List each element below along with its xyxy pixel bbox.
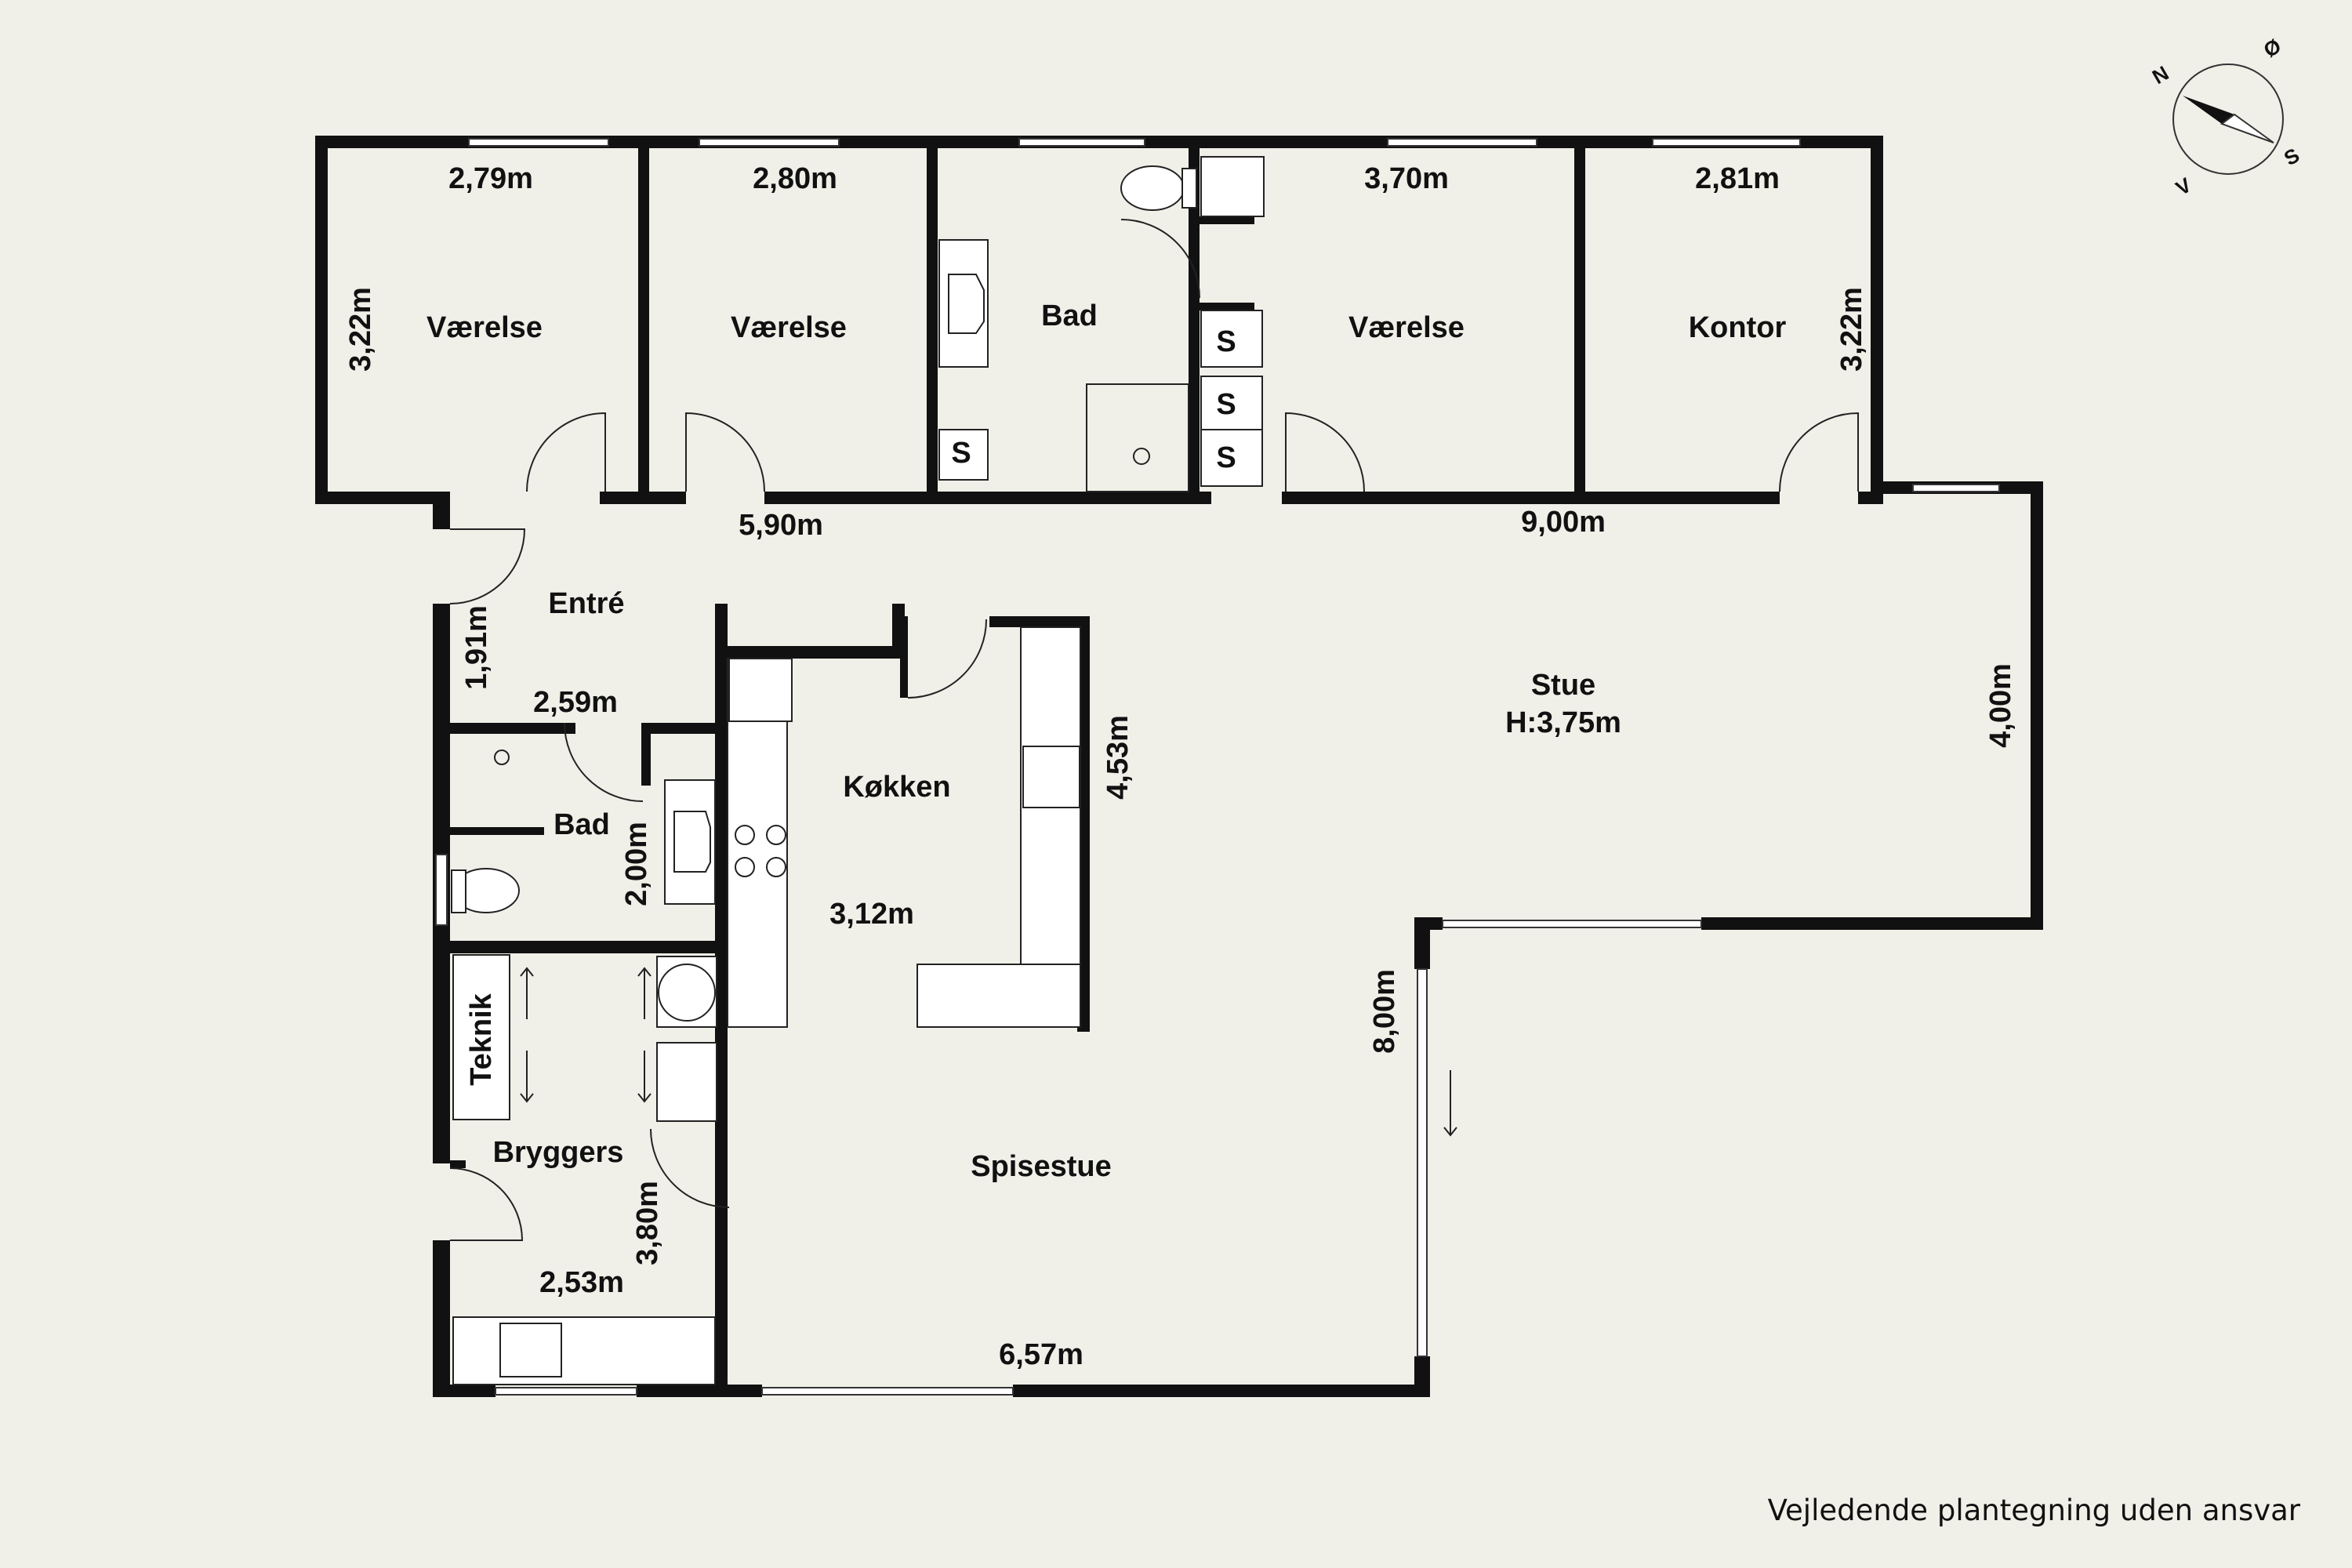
disclaimer-text: Vejledende plantegning uden ansvar	[1767, 1494, 2300, 1527]
compass-n-label: N	[2148, 61, 2172, 89]
room-label-vaerelse-2: Værelse	[731, 311, 847, 344]
room-labels: Værelse Værelse Bad Værelse Kontor Entré…	[426, 299, 1786, 1183]
room-label-koekken: Køkken	[843, 771, 950, 804]
room-label-vaerelse-1: Værelse	[426, 311, 543, 344]
dimension-label: 1,91m	[460, 605, 493, 690]
windows	[435, 138, 2000, 1396]
closet-mark: S	[1216, 325, 1236, 358]
closet-mark: S	[1216, 388, 1236, 421]
dimension-label: 3,22m	[344, 287, 377, 372]
compass-o-label: Ø	[2259, 34, 2285, 62]
dimension-label: 3,80m	[631, 1181, 664, 1265]
closet-mark: S	[951, 437, 971, 470]
dimension-label: 6,57m	[999, 1338, 1083, 1371]
room-label-bryggers: Bryggers	[493, 1136, 624, 1169]
dimension-label: 3,12m	[829, 898, 914, 931]
room-label-vaerelse-3: Værelse	[1348, 311, 1465, 344]
dimension-label: 2,81m	[1695, 162, 1780, 195]
room-label-bad-2: Bad	[554, 808, 610, 841]
dimension-label: 2,79m	[448, 162, 533, 195]
room-label-kontor: Kontor	[1689, 311, 1787, 344]
dimension-label: 3,22m	[1835, 287, 1868, 372]
closet-marks: S S S S	[951, 325, 1236, 474]
room-label-stue: Stue	[1531, 669, 1595, 702]
room-label-entre: Entré	[548, 587, 624, 620]
compass-s-label: S	[2280, 143, 2303, 171]
compass-icon: N Ø S V	[2148, 34, 2303, 200]
dimension-label: 3,70m	[1364, 162, 1449, 195]
doors	[449, 219, 1859, 1241]
dimension-label: 9,00m	[1521, 506, 1606, 539]
dimension-label: 2,80m	[753, 162, 837, 195]
room-label-bad-1: Bad	[1041, 299, 1098, 332]
dimension-label: 5,90m	[739, 509, 823, 542]
dimension-label: 4,53m	[1102, 715, 1134, 800]
closet-mark: S	[1216, 441, 1236, 474]
dimension-label: 4,00m	[1984, 663, 2017, 748]
room-label-spisestue: Spisestue	[971, 1150, 1112, 1183]
dimension-label: 8,00m	[1368, 969, 1401, 1054]
dimension-labels: 2,79m 2,80m 3,70m 2,81m 3,22m 3,22m 5,90…	[344, 162, 2017, 1371]
dimension-label: 2,59m	[533, 686, 618, 719]
room-label-teknik: Teknik	[465, 993, 498, 1085]
compass-v-label: V	[2172, 172, 2196, 200]
room-label-stue-height: H:3,75m	[1505, 706, 1621, 739]
fixtures	[451, 156, 1457, 1385]
dimension-label: 2,53m	[539, 1266, 624, 1299]
dimension-label: 2,00m	[620, 822, 653, 906]
